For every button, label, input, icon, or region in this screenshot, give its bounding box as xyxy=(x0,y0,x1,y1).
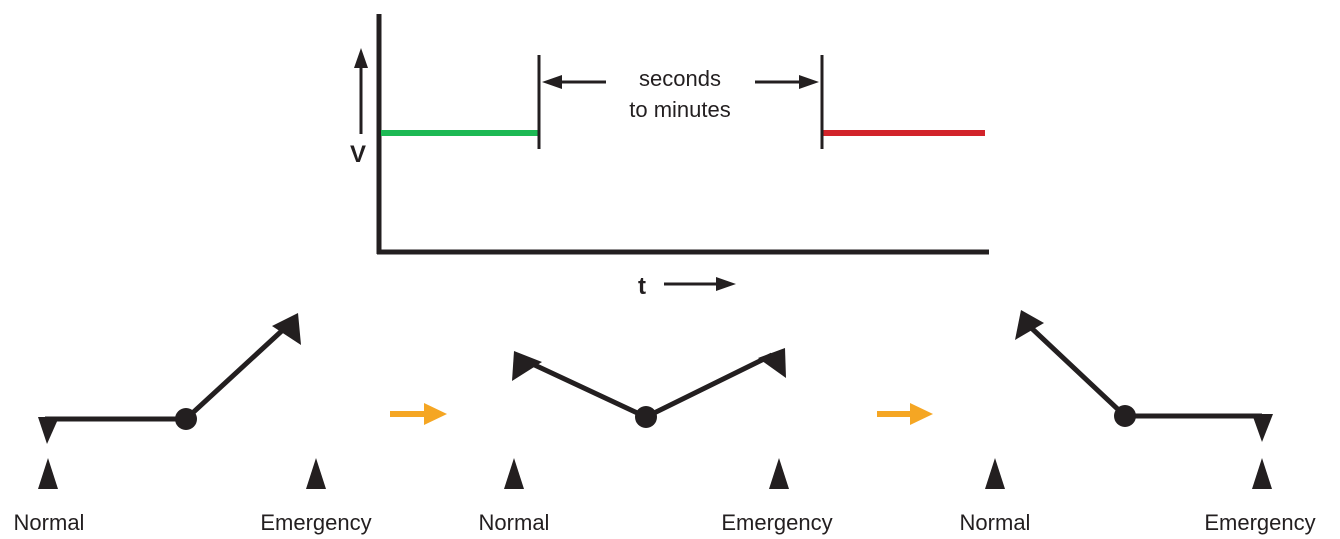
normal-terminal-icon xyxy=(38,458,58,489)
x-axis-arrow-head xyxy=(716,277,736,291)
transition-arrow-2 xyxy=(877,403,933,425)
normal-terminal-icon xyxy=(985,458,1005,489)
switch-blade xyxy=(45,325,288,422)
emergency-terminal-icon xyxy=(769,458,789,489)
normal-label: Normal xyxy=(14,510,85,535)
pivot-point xyxy=(175,408,197,430)
switch-state-transition: Normal Emergency xyxy=(479,348,833,535)
pivot-point xyxy=(1114,405,1136,427)
blade-contact-tip-right xyxy=(1252,414,1273,442)
y-axis-arrow-head xyxy=(354,48,368,68)
emergency-label: Emergency xyxy=(721,510,832,535)
voltage-time-graph: V t seconds to minutes xyxy=(350,14,989,300)
transition-arrow-head xyxy=(910,403,933,425)
blade-contact-tip-left xyxy=(512,351,542,381)
blade-contact-tip-left xyxy=(1015,310,1044,340)
interval-label-line1: seconds xyxy=(639,66,721,91)
interval-label-line2: to minutes xyxy=(629,97,731,122)
blade-contact-tip-right xyxy=(758,348,786,378)
emergency-terminal-icon xyxy=(306,458,326,489)
switch-blade xyxy=(1023,320,1262,419)
transition-arrow-head xyxy=(424,403,447,425)
interval-arrow-right-head xyxy=(799,75,819,89)
normal-label: Normal xyxy=(960,510,1031,535)
interval-arrow-left-head xyxy=(542,75,562,89)
emergency-label: Emergency xyxy=(260,510,371,535)
normal-terminal-icon xyxy=(504,458,524,489)
blade-contact-tip-right xyxy=(272,313,301,345)
switch-state-normal: Normal Emergency xyxy=(14,313,372,535)
emergency-label: Emergency xyxy=(1204,510,1315,535)
y-axis-label: V xyxy=(350,141,366,168)
x-axis-label: t xyxy=(638,273,646,300)
transition-arrow-1 xyxy=(390,403,447,425)
switch-state-emergency: Normal Emergency xyxy=(960,310,1316,535)
normal-label: Normal xyxy=(479,510,550,535)
blade-contact-tip-left xyxy=(38,417,59,444)
pivot-point xyxy=(635,406,657,428)
emergency-terminal-icon xyxy=(1252,458,1272,489)
